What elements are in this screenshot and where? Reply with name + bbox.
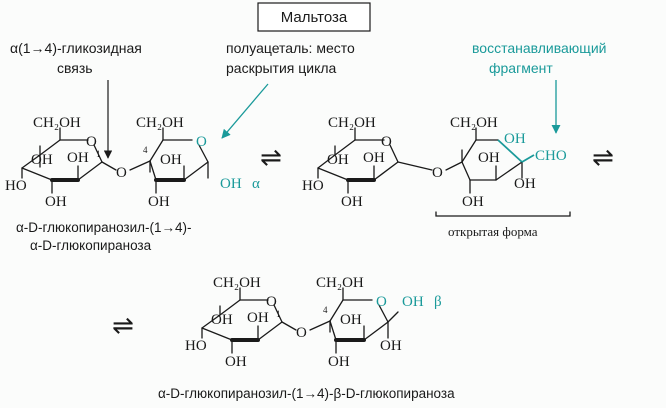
ring-b-c4: 4 — [143, 145, 148, 155]
open-ring-oh2: OH — [363, 150, 385, 166]
hemiacetal-line2: раскрытия цикла — [226, 60, 337, 76]
reducing-line2: фрагмент — [489, 60, 553, 76]
open-chain-ch2oh: CH₂OH — [450, 115, 498, 131]
ring-a-ho: HO — [5, 178, 27, 194]
title: Мальтоза — [281, 9, 348, 26]
equilibrium-arrow-1: ⇌ — [260, 143, 282, 173]
open-ring-oh3: OH — [341, 194, 363, 210]
beta-ring-a-oxygen: O — [266, 294, 277, 310]
reducing-line1: восстанавливающий — [472, 40, 606, 56]
beta-ring-b-oh3: OH — [328, 354, 350, 370]
alpha-label: α — [252, 176, 260, 192]
open-chain-structure: CH₂OH OH OH HO OH O O CH₂OH OH OH OH CHO… — [302, 115, 571, 239]
ring-a-ch2oh: CH₂OH — [33, 115, 81, 131]
beta-ring-a-oh3: OH — [225, 354, 247, 370]
beta-ring-b-c4: 4 — [323, 305, 328, 315]
equilibrium-arrow-3: ⇌ — [112, 311, 134, 341]
open-form-caption: открытая форма — [448, 224, 538, 239]
title-box — [257, 2, 371, 32]
beta-ring-a-c1: 1 — [276, 309, 281, 319]
open-ring-ch2oh: CH₂OH — [328, 115, 376, 131]
beta-ring-b-oh2: OH — [340, 312, 362, 328]
beta-anomeric-oh: OH — [402, 294, 424, 310]
alpha-maltose-structure: CH₂OH OH OH HO OH O 1 O 4 CH₂OH OH OH O … — [5, 115, 260, 253]
open-ring-ho: HO — [302, 178, 324, 194]
beta-ring-a-ho: HO — [185, 338, 207, 354]
beta-glycosidic-oxygen: O — [296, 325, 307, 341]
ring-a-c1: 1 — [96, 149, 101, 159]
open-ring-oh4: OH — [327, 152, 349, 168]
hemiacetal-line1: полуацеталь: место — [226, 40, 355, 56]
ring-a-oh4: OH — [31, 152, 53, 168]
ring-b-ch2oh: CH₂OH — [136, 115, 184, 131]
beta-maltose-structure: CH₂OH OH OH HO OH O 1 O 4 CH₂OH OH OH O … — [158, 275, 455, 401]
hemiacetal-arrow — [221, 83, 269, 139]
anomeric-oh: OH — [220, 176, 242, 192]
equilibrium-arrow-2: ⇌ — [592, 143, 614, 173]
beta-ring-b-ch2oh: CH₂OH — [316, 275, 364, 291]
ring-a-oh3: OH — [45, 194, 67, 210]
open-chain-oh-c2: OH — [514, 176, 536, 192]
beta-ring-a-ch2oh: CH₂OH — [213, 275, 261, 291]
ring-a-oxygen: O — [86, 134, 97, 150]
alpha-caption-line2: α-D-глюкопираноза — [30, 238, 152, 253]
ring-b-oxygen: O — [196, 134, 207, 150]
glycosidic-oxygen: O — [116, 165, 127, 181]
beta-ring-b-oh1: OH — [380, 338, 402, 354]
alpha-caption-line1: α-D-глюкопиранозил-(1→4)- — [16, 220, 192, 235]
open-chain-oh5: OH — [504, 131, 526, 147]
ring-b-oh2: OH — [160, 152, 182, 168]
open-chain-oh2: OH — [478, 150, 500, 166]
glycosidic-bond-line2: связь — [57, 60, 93, 76]
beta-ring-a-oh2: OH — [247, 310, 269, 326]
ring-b-oh3: OH — [148, 194, 170, 210]
open-glycosidic-oxygen: O — [432, 165, 443, 181]
glycosidic-bond-line1: α(1→4)-гликозидная — [10, 40, 142, 56]
beta-ring-a-oh4: OH — [211, 312, 233, 328]
aldehyde-group: CHO — [535, 148, 567, 164]
open-chain-oh3: OH — [462, 194, 484, 210]
beta-label: β — [434, 294, 442, 310]
beta-caption: α-D-глюкопиранозил-(1→4)-β-D-глюкопирано… — [158, 386, 455, 401]
ring-a-oh2: OH — [67, 150, 89, 166]
beta-ring-b-oxygen: O — [376, 294, 387, 310]
open-form-bracket — [435, 211, 571, 217]
open-ring-oxygen: O — [381, 134, 392, 150]
